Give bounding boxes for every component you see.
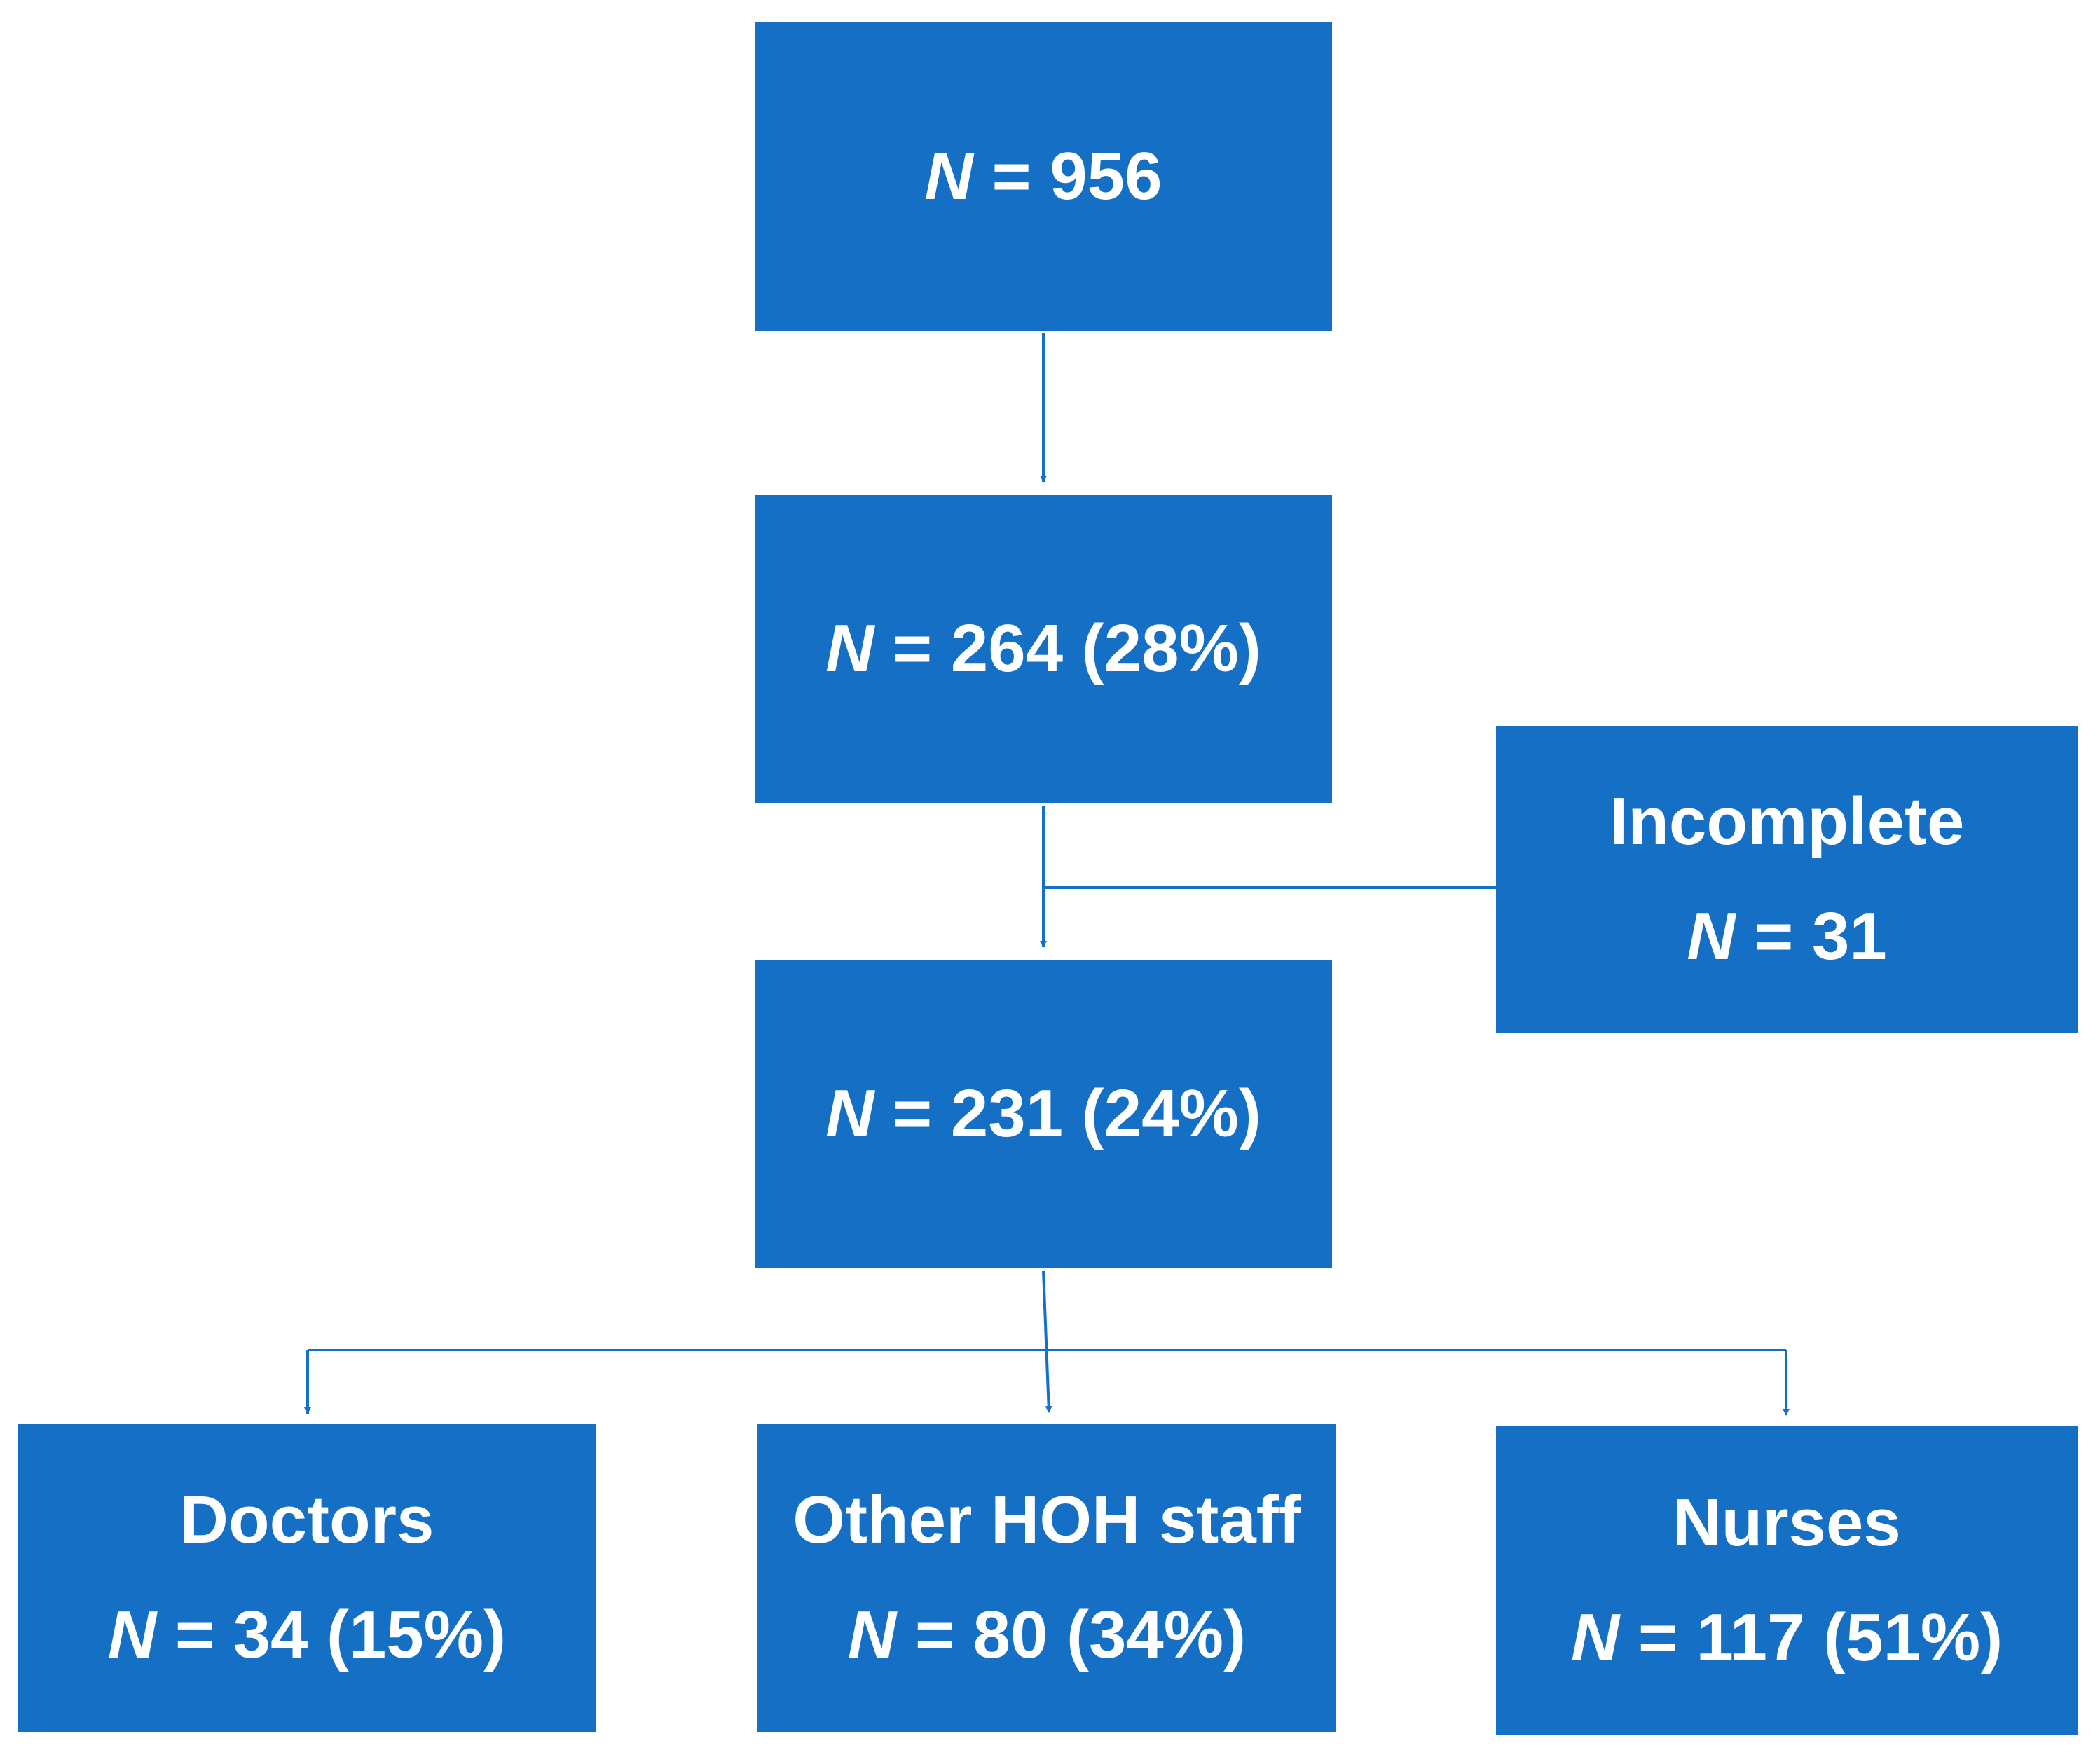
n-symbol: N (847, 1597, 897, 1672)
nurses-count: N = 117 (51%) (1571, 1604, 2003, 1672)
total-box: N = 956 (755, 22, 1332, 331)
n-symbol: N (825, 611, 874, 686)
responded-box: N = 264 (28%) (755, 495, 1332, 803)
other-staff-count: N = 80 (34%) (848, 1601, 1246, 1669)
total-count: N = 956 (925, 143, 1162, 210)
other-staff-box: Other HOH staff N = 80 (34%) (757, 1424, 1336, 1732)
doctors-box: Doctors N = 34 (15%) (18, 1424, 596, 1732)
total-count-value: = 956 (973, 139, 1162, 214)
nurses-box: Nurses N = 117 (51%) (1496, 1426, 2078, 1735)
n-symbol: N (107, 1597, 157, 1672)
n-symbol: N (1687, 899, 1736, 974)
incomplete-count-value: = 31 (1735, 899, 1887, 974)
other-staff-label: Other HOH staff (792, 1482, 1301, 1557)
n-symbol: N (924, 139, 973, 214)
arrow-included-to-other-staff (1042, 1270, 1052, 1413)
nurses-count-value: = 117 (51%) (1619, 1600, 2003, 1675)
incomplete-count: N = 31 (1687, 903, 1887, 970)
doctors-label: Doctors (179, 1482, 434, 1557)
doctors-count-value: = 34 (15%) (156, 1597, 507, 1672)
n-symbol: N (825, 1076, 874, 1151)
responded-count: N = 264 (28%) (825, 615, 1261, 682)
n-symbol: N (1570, 1600, 1620, 1675)
responded-count-value: = 264 (28%) (874, 611, 1261, 686)
other-staff-count-value: = 80 (34%) (896, 1597, 1247, 1672)
included-count: N = 231 (24%) (825, 1080, 1261, 1148)
incomplete-box: Incomplete N = 31 (1496, 726, 2078, 1033)
included-box: N = 231 (24%) (755, 960, 1332, 1268)
nurses-label: Nurses (1673, 1485, 1901, 1560)
doctors-count: N = 34 (15%) (108, 1601, 506, 1669)
incomplete-label: Incomplete (1609, 784, 1965, 859)
included-count-value: = 231 (24%) (874, 1076, 1261, 1151)
